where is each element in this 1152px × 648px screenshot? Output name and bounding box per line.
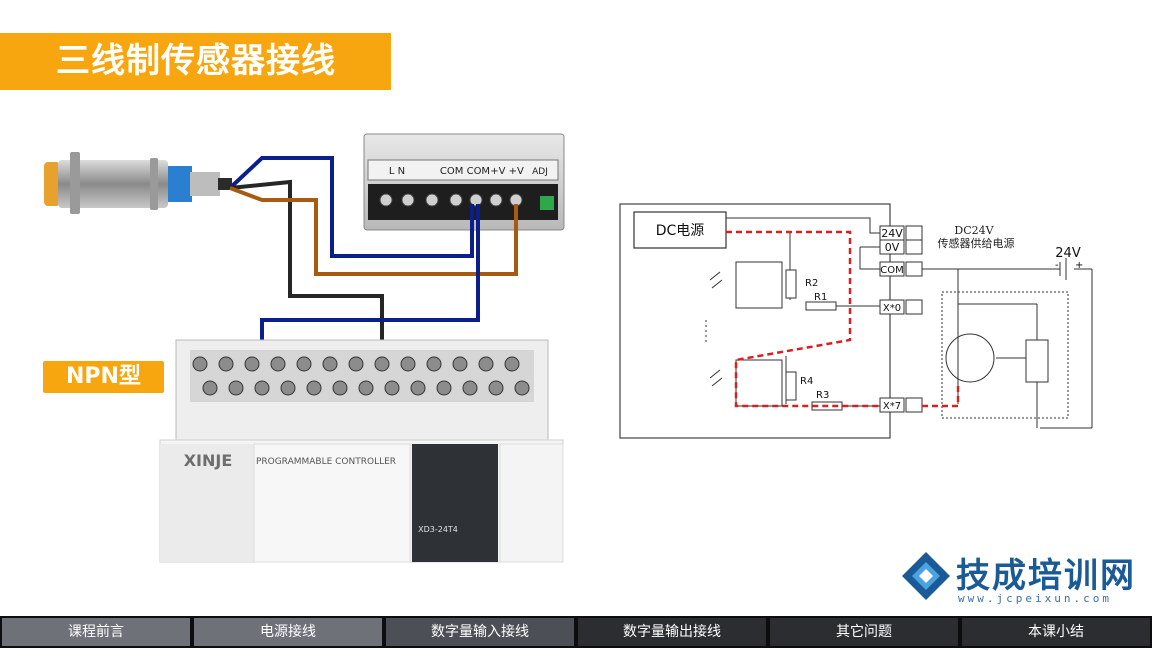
note-dc24v: DC24V xyxy=(954,224,994,237)
nav-item-other[interactable]: 其它问题 xyxy=(770,618,958,646)
r4-label: R4 xyxy=(800,376,813,387)
nav-item-intro[interactable]: 课程前言 xyxy=(2,618,190,646)
svg-text:PROGRAMMABLE CONTROLLER: PROGRAMMABLE CONTROLLER xyxy=(256,457,396,467)
terminal-x0: X*0 xyxy=(883,303,901,314)
svg-text:XINJE: XINJE xyxy=(184,451,233,470)
r3-label: R3 xyxy=(816,390,829,401)
wiring-illustration: L N COM COM +V +V ADJ XINJE xyxy=(44,133,1093,563)
nav-item-digital-input[interactable]: 数字量输入接线 xyxy=(386,618,574,646)
title-banner: 三线制传感器接线 xyxy=(0,33,391,90)
terminal-24v: 24V xyxy=(881,227,903,240)
r2-label: R2 xyxy=(805,278,818,289)
power-supply-unit: L N COM COM +V +V ADJ xyxy=(363,133,565,231)
proximity-sensor xyxy=(44,152,232,214)
bottom-nav: 课程前言 电源接线 数字量输入接线 数字量输出接线 其它问题 本课小结 xyxy=(0,616,1152,648)
logo-url: www.jcpeixun.com xyxy=(958,592,1112,605)
terminal-0v: 0V xyxy=(885,241,900,254)
r1-label: R1 xyxy=(814,292,827,303)
schematic-diagram: DC电源 24V 0V COM X*0 X*7 DC24V 传感器供给电源 xyxy=(619,203,1093,439)
nav-item-summary[interactable]: 本课小结 xyxy=(962,618,1150,646)
battery-label: 24V xyxy=(1055,246,1081,261)
svg-text:L N: L N xyxy=(389,166,405,177)
dc-source-label: DC电源 xyxy=(656,223,705,239)
brand-logo: 技成培训网 www.jcpeixun.com xyxy=(898,548,1148,608)
diamond-logo-icon xyxy=(902,552,950,600)
terminal-x7: X*7 xyxy=(883,401,901,412)
battery-plus: + xyxy=(1075,260,1083,271)
svg-text:+V +V: +V +V xyxy=(490,166,524,177)
note-sensor-supply: 传感器供给电源 xyxy=(938,236,1015,250)
svg-text:ADJ: ADJ xyxy=(532,167,548,177)
terminal-com: COM xyxy=(880,265,903,276)
svg-text:COM COM: COM COM xyxy=(440,166,490,177)
plc-unit: XINJE PROGRAMMABLE CONTROLLER XD3-24T4 xyxy=(159,339,564,563)
nav-item-power[interactable]: 电源接线 xyxy=(194,618,382,646)
page-title: 三线制传感器接线 xyxy=(56,41,336,81)
battery-minus: - xyxy=(1055,260,1059,271)
svg-text:XD3-24T4: XD3-24T4 xyxy=(418,525,458,534)
npn-type-badge: NPN型 xyxy=(43,361,164,393)
nav-item-digital-output[interactable]: 数字量输出接线 xyxy=(578,618,766,646)
logo-name: 技成培训网 xyxy=(956,556,1136,596)
current-path xyxy=(726,230,960,408)
